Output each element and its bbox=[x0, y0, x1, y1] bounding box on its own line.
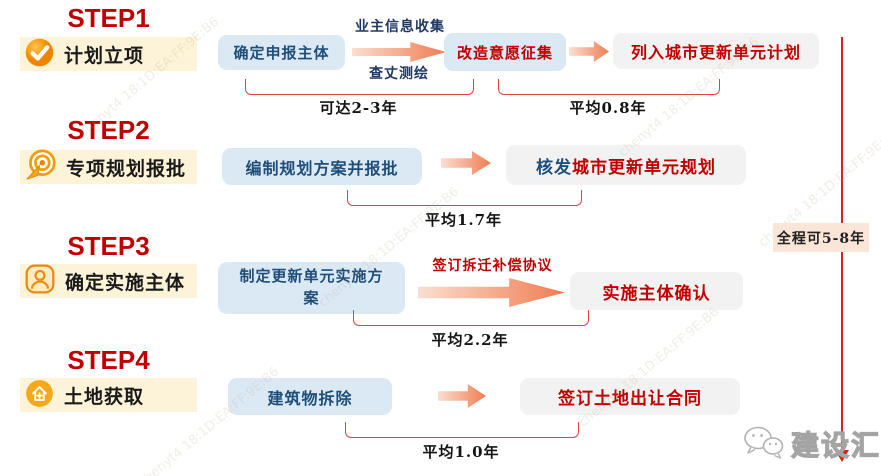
duration-bracket bbox=[498, 79, 720, 95]
check-icon bbox=[24, 37, 55, 72]
arrow-right-icon bbox=[441, 151, 491, 175]
node-building-demolition: 建筑物拆除 bbox=[228, 378, 392, 415]
duration-bracket bbox=[347, 190, 582, 206]
arrow1-top-label: 业主信息收集 bbox=[355, 19, 445, 35]
arrow3-label: 签订拆迁补偿协议 bbox=[432, 258, 553, 274]
node-land-transfer-contract: 签订土地出让合同 bbox=[520, 378, 740, 415]
arrow1-bottom-label: 查丈测绘 bbox=[369, 66, 429, 82]
step1-category: 计划立项 bbox=[20, 37, 197, 71]
step4-category-label: 土地获取 bbox=[64, 385, 145, 408]
house-icon bbox=[24, 378, 55, 413]
wechat-icon bbox=[742, 424, 784, 464]
person-icon bbox=[24, 263, 56, 299]
step3-category: 确定实施主体 bbox=[20, 264, 197, 298]
node-issue-prefix: 核发 bbox=[536, 157, 572, 178]
arrow-right-icon bbox=[418, 278, 565, 307]
node-determine-applicant: 确定申报主体 bbox=[218, 35, 345, 70]
duration-step4: 平均1.0年 bbox=[422, 443, 500, 461]
node-prepare-planning-scheme: 编制规划方案并报批 bbox=[222, 148, 422, 185]
step4-category: 土地获取 bbox=[20, 378, 197, 412]
node-issue-suffix: 城市更新单元规划 bbox=[572, 157, 716, 178]
target-icon bbox=[24, 148, 57, 186]
step2-category: 专项规划报批 bbox=[20, 148, 197, 186]
arrow-right-icon bbox=[569, 41, 609, 62]
duration-step2: 平均1.7年 bbox=[424, 211, 503, 229]
duration-bracket bbox=[345, 422, 579, 438]
duration-bracket bbox=[245, 79, 474, 95]
brand-name: 建设汇 bbox=[790, 428, 881, 462]
duration-step1b: 平均0.8年 bbox=[569, 99, 647, 117]
duration-step3: 平均2.2年 bbox=[431, 331, 509, 349]
step2-category-label: 专项规划报批 bbox=[66, 157, 187, 180]
step1-category-label: 计划立项 bbox=[64, 44, 145, 67]
step4-heading: STEP4 bbox=[67, 345, 150, 375]
duration-bracket bbox=[353, 310, 589, 326]
node-implementation-scheme: 制定更新单元实施方案 bbox=[218, 262, 405, 314]
step1-heading: STEP1 bbox=[67, 3, 150, 33]
duration-step1a: 可达2-3年 bbox=[319, 99, 398, 117]
step3-category-label: 确定实施主体 bbox=[65, 271, 186, 294]
node-renovation-intention: 改造意愿征集 bbox=[444, 33, 566, 71]
node-listed-in-renewal-plan: 列入城市更新单元计划 bbox=[613, 33, 819, 69]
step2-heading: STEP2 bbox=[67, 115, 150, 145]
arrow-right-icon bbox=[352, 42, 446, 62]
arrow-right-icon bbox=[438, 384, 486, 408]
step3-heading: STEP3 bbox=[67, 231, 150, 261]
brand-logo: 建设汇 bbox=[742, 424, 881, 464]
arrow-down-icon bbox=[835, 450, 849, 462]
total-duration-badge: 全程可5-8年 bbox=[773, 223, 869, 252]
node-subject-confirmation: 实施主体确认 bbox=[570, 272, 743, 310]
node-issue-unit-plan: 核发城市更新单元规划 bbox=[506, 145, 746, 185]
